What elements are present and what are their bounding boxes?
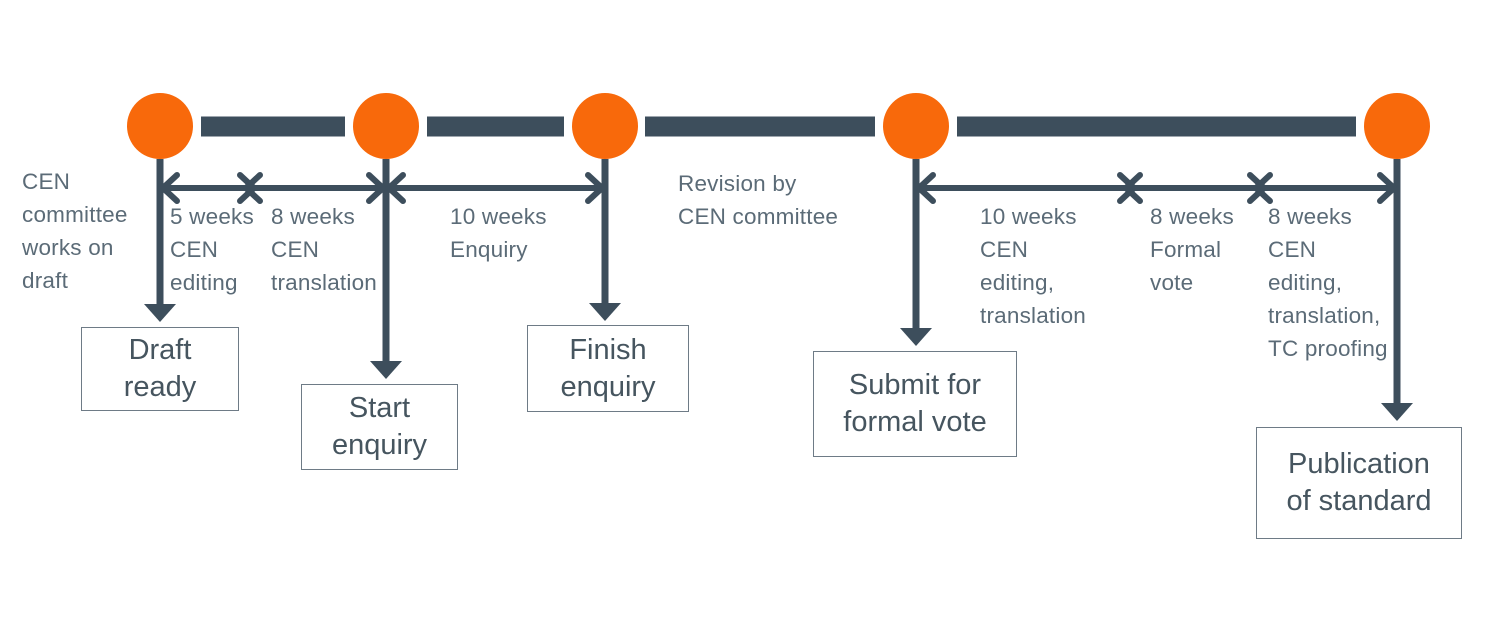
duration-arrows bbox=[160, 172, 1397, 204]
timeline-bars bbox=[201, 116, 1356, 137]
duration-label-cen-editing-5w: 5 weeks CEN editing bbox=[170, 204, 254, 295]
milestone-box-submit-formal-vote: Submit for formal vote bbox=[813, 351, 1017, 457]
timeline-bar-1 bbox=[201, 116, 345, 137]
duration-arrow-formal-vote-8w bbox=[1123, 172, 1267, 204]
timeline-bar-3 bbox=[645, 116, 875, 137]
milestone-dot-1 bbox=[127, 93, 193, 159]
milestone-dots bbox=[127, 93, 1430, 159]
milestone-dot-3 bbox=[572, 93, 638, 159]
duration-label-editing-translation-10w: 10 weeks CEN editing, translation bbox=[980, 204, 1087, 328]
milestone-dot-4 bbox=[883, 93, 949, 159]
milestone-box-draft-ready: Draft ready bbox=[81, 327, 239, 411]
milestone-dot-2 bbox=[353, 93, 419, 159]
drop-arrow-start-enquiry bbox=[370, 159, 402, 379]
drop-arrow-draft-ready bbox=[144, 159, 176, 322]
revision-note: Revision by CEN committee bbox=[678, 171, 839, 229]
milestone-box-publication: Publication of standard bbox=[1256, 427, 1462, 539]
timeline-bar-4 bbox=[957, 116, 1356, 137]
milestone-box-start-enquiry: Start enquiry bbox=[301, 384, 458, 470]
duration-label-formal-vote-8w: 8 weeks Formal vote bbox=[1150, 204, 1234, 295]
duration-label-proofing-8w: 8 weeks CEN editing, translation, TC pro… bbox=[1268, 204, 1388, 361]
drop-arrow-publication bbox=[1381, 159, 1413, 421]
duration-arrow-editing-translation-10w bbox=[916, 172, 1137, 204]
duration-arrow-cen-editing-5w bbox=[160, 172, 257, 204]
duration-arrow-proofing-8w bbox=[1253, 172, 1397, 204]
milestone-dot-5 bbox=[1364, 93, 1430, 159]
drop-arrow-submit-formal-vote bbox=[900, 159, 932, 346]
side-note-cen-committee: CEN committee works on draft bbox=[22, 169, 128, 293]
duration-arrow-enquiry-10w bbox=[386, 172, 605, 204]
duration-arrow-cen-translation-8w bbox=[243, 172, 386, 204]
timeline-bar-2 bbox=[427, 116, 564, 137]
duration-label-cen-translation-8w: 8 weeks CEN translation bbox=[271, 204, 378, 295]
drop-arrows bbox=[144, 159, 1413, 421]
drop-arrow-finish-enquiry bbox=[589, 159, 621, 321]
duration-label-enquiry-10w: 10 weeks Enquiry bbox=[450, 204, 547, 262]
milestone-box-finish-enquiry: Finish enquiry bbox=[527, 325, 689, 412]
